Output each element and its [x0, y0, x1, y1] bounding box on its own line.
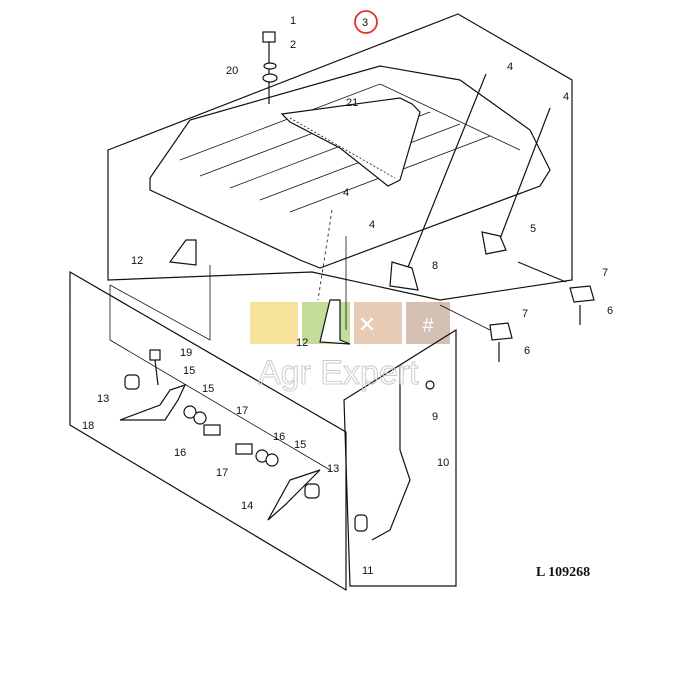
callout: 15 [294, 439, 306, 451]
support-rod [371, 365, 411, 541]
callout: 8 [432, 260, 438, 272]
callout: 15 [202, 383, 214, 395]
callout: 14 [241, 500, 253, 512]
drawing-code: L 109268 [536, 565, 590, 580]
callout: 16 [174, 447, 186, 459]
callout-highlighted: 3 [362, 17, 368, 29]
rod-box [343, 328, 457, 587]
svg-text:#: # [422, 315, 434, 337]
callout: 12 [296, 337, 308, 349]
hood-panel [149, 65, 551, 269]
callout: 10 [437, 457, 449, 469]
callout: 19 [180, 347, 192, 359]
callout: 11 [362, 565, 373, 577]
callout: 13 [327, 463, 339, 475]
tools-tile-icon [354, 302, 402, 344]
callout: 1 [290, 15, 296, 27]
highlight-circle [354, 10, 378, 34]
callout: 4 [343, 187, 349, 199]
callout: 9 [432, 411, 438, 423]
callout: 4 [507, 61, 513, 73]
callout: 6 [524, 345, 530, 357]
callout: 12 [131, 255, 143, 267]
callout: 7 [522, 308, 528, 320]
callout: 20 [226, 65, 238, 77]
callout-labels: 1 2 20 3 21 4 4 4 4 5 12 8 7 6 7 6 12 19… [82, 10, 613, 577]
watermark-text: Agr Expert [258, 354, 419, 392]
fence-tile-icon [406, 302, 450, 344]
callout: 6 [607, 305, 613, 317]
callout: 17 [216, 467, 228, 479]
callout: 21 [346, 97, 358, 109]
watermark-logo: ✕ # [250, 302, 450, 344]
callout: 7 [602, 267, 608, 279]
callout: 15 [183, 365, 195, 377]
callout: 4 [369, 219, 375, 231]
callout: 13 [97, 393, 109, 405]
reflector-strip [280, 97, 421, 187]
latch-left-box [69, 270, 347, 592]
callout: 5 [530, 223, 536, 235]
callout: 17 [236, 405, 248, 417]
callout: 2 [290, 39, 296, 51]
callout: 16 [273, 431, 285, 443]
tractor-tile-icon [250, 302, 298, 344]
callout: 18 [82, 420, 94, 432]
hood-box-outline [107, 13, 573, 301]
svg-text:✕: ✕ [358, 312, 376, 337]
callout: 4 [563, 91, 569, 103]
